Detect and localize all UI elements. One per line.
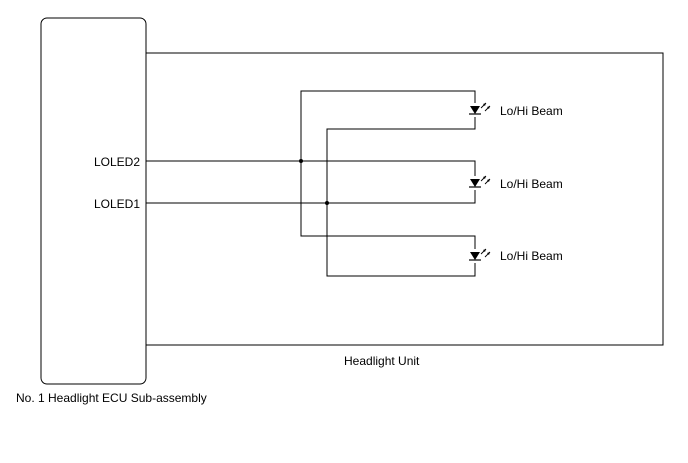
headlight-unit-box: [145, 52, 664, 346]
led-label: Lo/Hi Beam: [500, 177, 563, 191]
loled2-wire: [146, 160, 476, 176]
loled1-bus: [326, 117, 476, 277]
pin-label-loled1: LOLED1: [93, 197, 140, 211]
loled2-bus: [300, 90, 476, 249]
junction-dot: [325, 201, 329, 205]
ecu-label: No. 1 Headlight ECU Sub-assembly: [16, 391, 207, 405]
led-icon: [469, 175, 491, 188]
junction-dot: [299, 159, 303, 163]
led-label: Lo/Hi Beam: [500, 249, 563, 263]
pin-label-loled2: LOLED2: [93, 155, 140, 169]
headlight-unit-label: Headlight Unit: [344, 354, 420, 368]
led-icon: [469, 102, 491, 115]
loled1-wire: [146, 190, 476, 204]
led-icon: [469, 248, 491, 261]
led-label: Lo/Hi Beam: [500, 104, 563, 118]
